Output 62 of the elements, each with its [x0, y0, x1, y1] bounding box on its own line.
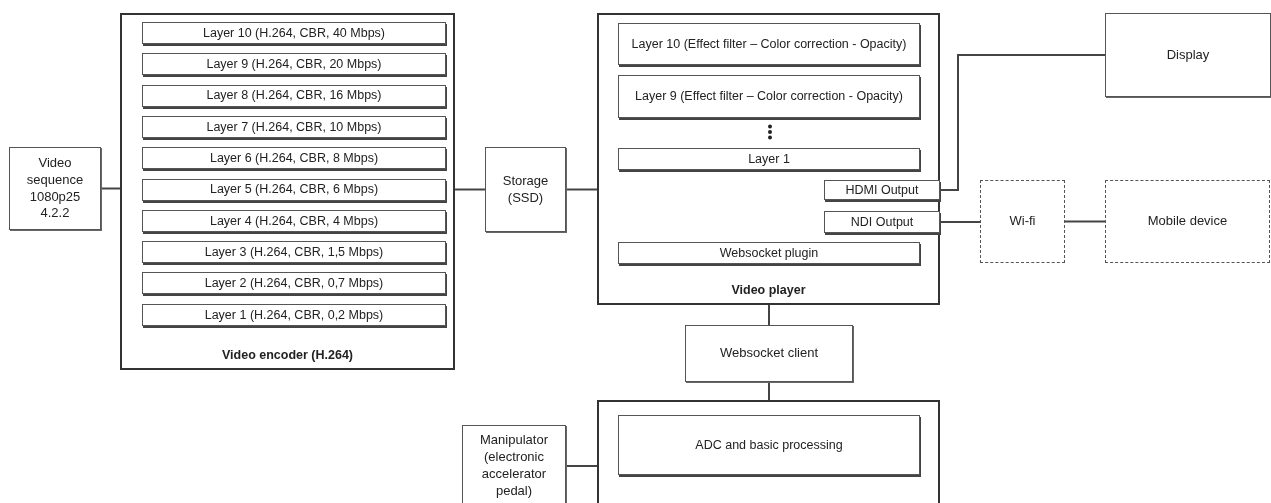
- box-label: Layer 8 (H.264, CBR, 16 Mbps): [206, 87, 382, 104]
- layer-box: [618, 242, 920, 264]
- box-label: Manipulator (electronic accelerator pedal): [479, 432, 549, 500]
- layer-box: [142, 303, 446, 326]
- layer-box: [142, 147, 446, 170]
- layer-box: [142, 115, 446, 138]
- connector-line: [1064, 220, 1106, 223]
- dashed-box: [1105, 180, 1270, 263]
- layer-box: [142, 272, 446, 295]
- layer-box: [142, 84, 446, 107]
- connector-line: [454, 188, 486, 191]
- box-label: Layer 6 (H.264, CBR, 8 Mbps): [209, 150, 379, 167]
- box-label: NDI Output: [850, 213, 914, 231]
- layer-box: [618, 75, 920, 118]
- container-box: [597, 13, 940, 305]
- box-label: Layer 9 (Effect filter – Color correction - Opacity): [635, 88, 903, 105]
- box-label: Websocket client: [720, 345, 818, 362]
- connector-line: [565, 188, 598, 191]
- layer-box: [618, 148, 920, 170]
- connector-line: [939, 221, 981, 223]
- box-label: Layer 10 (H.264, CBR, 40 Mbps): [203, 24, 385, 42]
- layer-box: [824, 211, 940, 233]
- box-label: HDMI Output: [845, 181, 919, 199]
- layer-box: [142, 178, 446, 201]
- box-label: Layer 9 (H.264, CBR, 20 Mbps): [206, 56, 382, 73]
- box-label: Layer 5 (H.264, CBR, 6 Mbps): [209, 181, 379, 198]
- layer-box: [618, 415, 920, 475]
- container-box: [120, 13, 455, 370]
- layer-box: [142, 53, 446, 76]
- container-box: [597, 400, 940, 503]
- layer-box: [142, 209, 446, 232]
- layer-box: [618, 23, 920, 65]
- box-label: Layer 1 (H.264, CBR, 0,2 Mbps): [204, 306, 384, 323]
- dashed-box: [980, 180, 1065, 263]
- box-label: Layer 2 (H.264, CBR, 0,7 Mbps): [204, 275, 384, 292]
- process-box: [1105, 13, 1271, 97]
- box-label: ADC and basic processing: [695, 436, 843, 454]
- group-heading: Video encoder (H.264): [220, 346, 355, 363]
- connector-line: [768, 381, 770, 401]
- layer-box: [142, 241, 446, 264]
- box-label: Storage (SSD): [501, 172, 550, 207]
- process-box: [462, 425, 566, 503]
- process-box: [685, 325, 853, 382]
- process-box: [485, 147, 566, 232]
- box-label: Video sequence 1080p25 4.2.2: [25, 154, 85, 223]
- box-label: Websocket plugin: [719, 244, 819, 262]
- box-label: Layer 3 (H.264, CBR, 1,5 Mbps): [204, 243, 384, 261]
- connector-line: [565, 465, 598, 467]
- layer-box: [142, 22, 446, 44]
- box-label: Layer 7 (H.264, CBR, 10 Mbps): [206, 118, 382, 135]
- box-label: Layer 4 (H.264, CBR, 4 Mbps): [209, 212, 379, 229]
- connector-line: [768, 304, 770, 326]
- process-box: [9, 147, 101, 230]
- connector-line: [100, 187, 121, 190]
- box-label: Layer 10 (Effect filter – Color correction - Opacity): [631, 35, 907, 53]
- connector-line: [939, 54, 1106, 191]
- box-label: Wi-fi: [1009, 213, 1036, 230]
- layer-box: [824, 180, 940, 200]
- box-label: Mobile device: [1147, 213, 1228, 230]
- box-label: Layer 1: [748, 150, 790, 168]
- box-label: Display: [1166, 46, 1210, 64]
- group-heading: Video player: [730, 281, 807, 298]
